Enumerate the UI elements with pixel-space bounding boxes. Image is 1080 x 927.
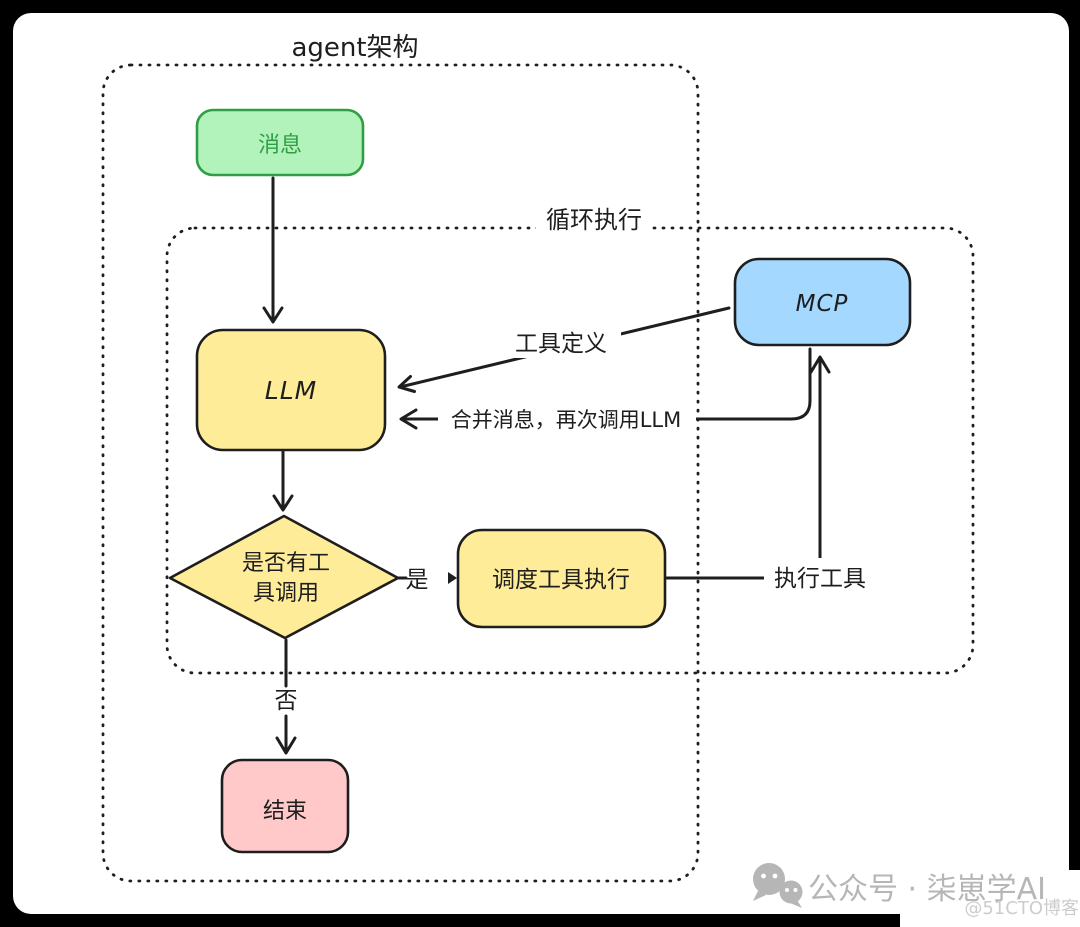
node-decision-label-line2: 具调用 [253,581,319,606]
edge-mcp-to-llm-merge-messages: 合并消息，再次调用LLM [399,347,812,436]
watermark-backdrop [900,870,1080,927]
edge-label-mask [438,402,696,436]
watermark: 公众号 · 柒崽学AI @51CTO博客 [753,863,1079,919]
arrowhead-right-icon [448,572,457,584]
edge-yes-label: 是 [406,567,429,593]
arrowhead-down-icon [275,736,297,755]
node-message: 消息 [195,108,365,177]
edge-mcp-to-llm-tool-definition: 工具定义 [397,306,731,393]
wechat-icon [753,863,803,908]
group-agent-architecture-label: agent架构 [291,33,418,63]
node-dispatch-tool-label: 调度工具执行 [492,567,630,593]
node-decision-diamond: 是否有工 具调用 [168,514,400,640]
arrowhead-left-icon [397,375,416,393]
node-end: 结束 [220,758,350,854]
node-llm: LLM [195,328,387,452]
edge-decision-yes: 是 [397,567,457,593]
node-mcp: MCP [733,257,912,347]
edge-merge-messages-label: 合并消息，再次调用LLM [451,408,682,432]
node-end-label: 结束 [263,799,307,824]
group-loop-execution-label: 循环执行 [546,206,642,234]
node-decision-label-line1: 是否有工 [242,551,330,576]
node-message-label: 消息 [258,133,302,158]
edge-decision-no: 否 [275,638,298,755]
edge-llm-to-decision [272,450,294,512]
arrowhead-down-icon [262,306,284,324]
edge-no-label: 否 [275,688,298,714]
arrowhead-up-icon [809,355,831,374]
edge-label-mask [503,326,621,358]
group-loop-label-mask [536,203,652,235]
arrowhead-down-icon [272,494,294,512]
group-agent-architecture [101,63,700,883]
watermark-wechat-label: 公众号 · 柒崽学AI [808,872,1046,907]
edge-execute-tool-label: 执行工具 [774,566,866,592]
group-loop-execution [165,226,975,675]
edge-label-mask [764,558,876,592]
edge-dispatch-to-mcp-execute-tool: 执行工具 [663,355,876,592]
node-mcp-label: MCP [796,291,849,317]
node-llm-label: LLM [265,376,317,405]
canvas-card [13,13,1069,914]
node-dispatch-tool: 调度工具执行 [456,528,667,629]
edge-tool-definition-label: 工具定义 [515,331,607,357]
arrowhead-left-icon [399,408,418,430]
edge-message-to-llm [262,176,284,324]
watermark-blog-label: @51CTO博客 [964,898,1079,919]
